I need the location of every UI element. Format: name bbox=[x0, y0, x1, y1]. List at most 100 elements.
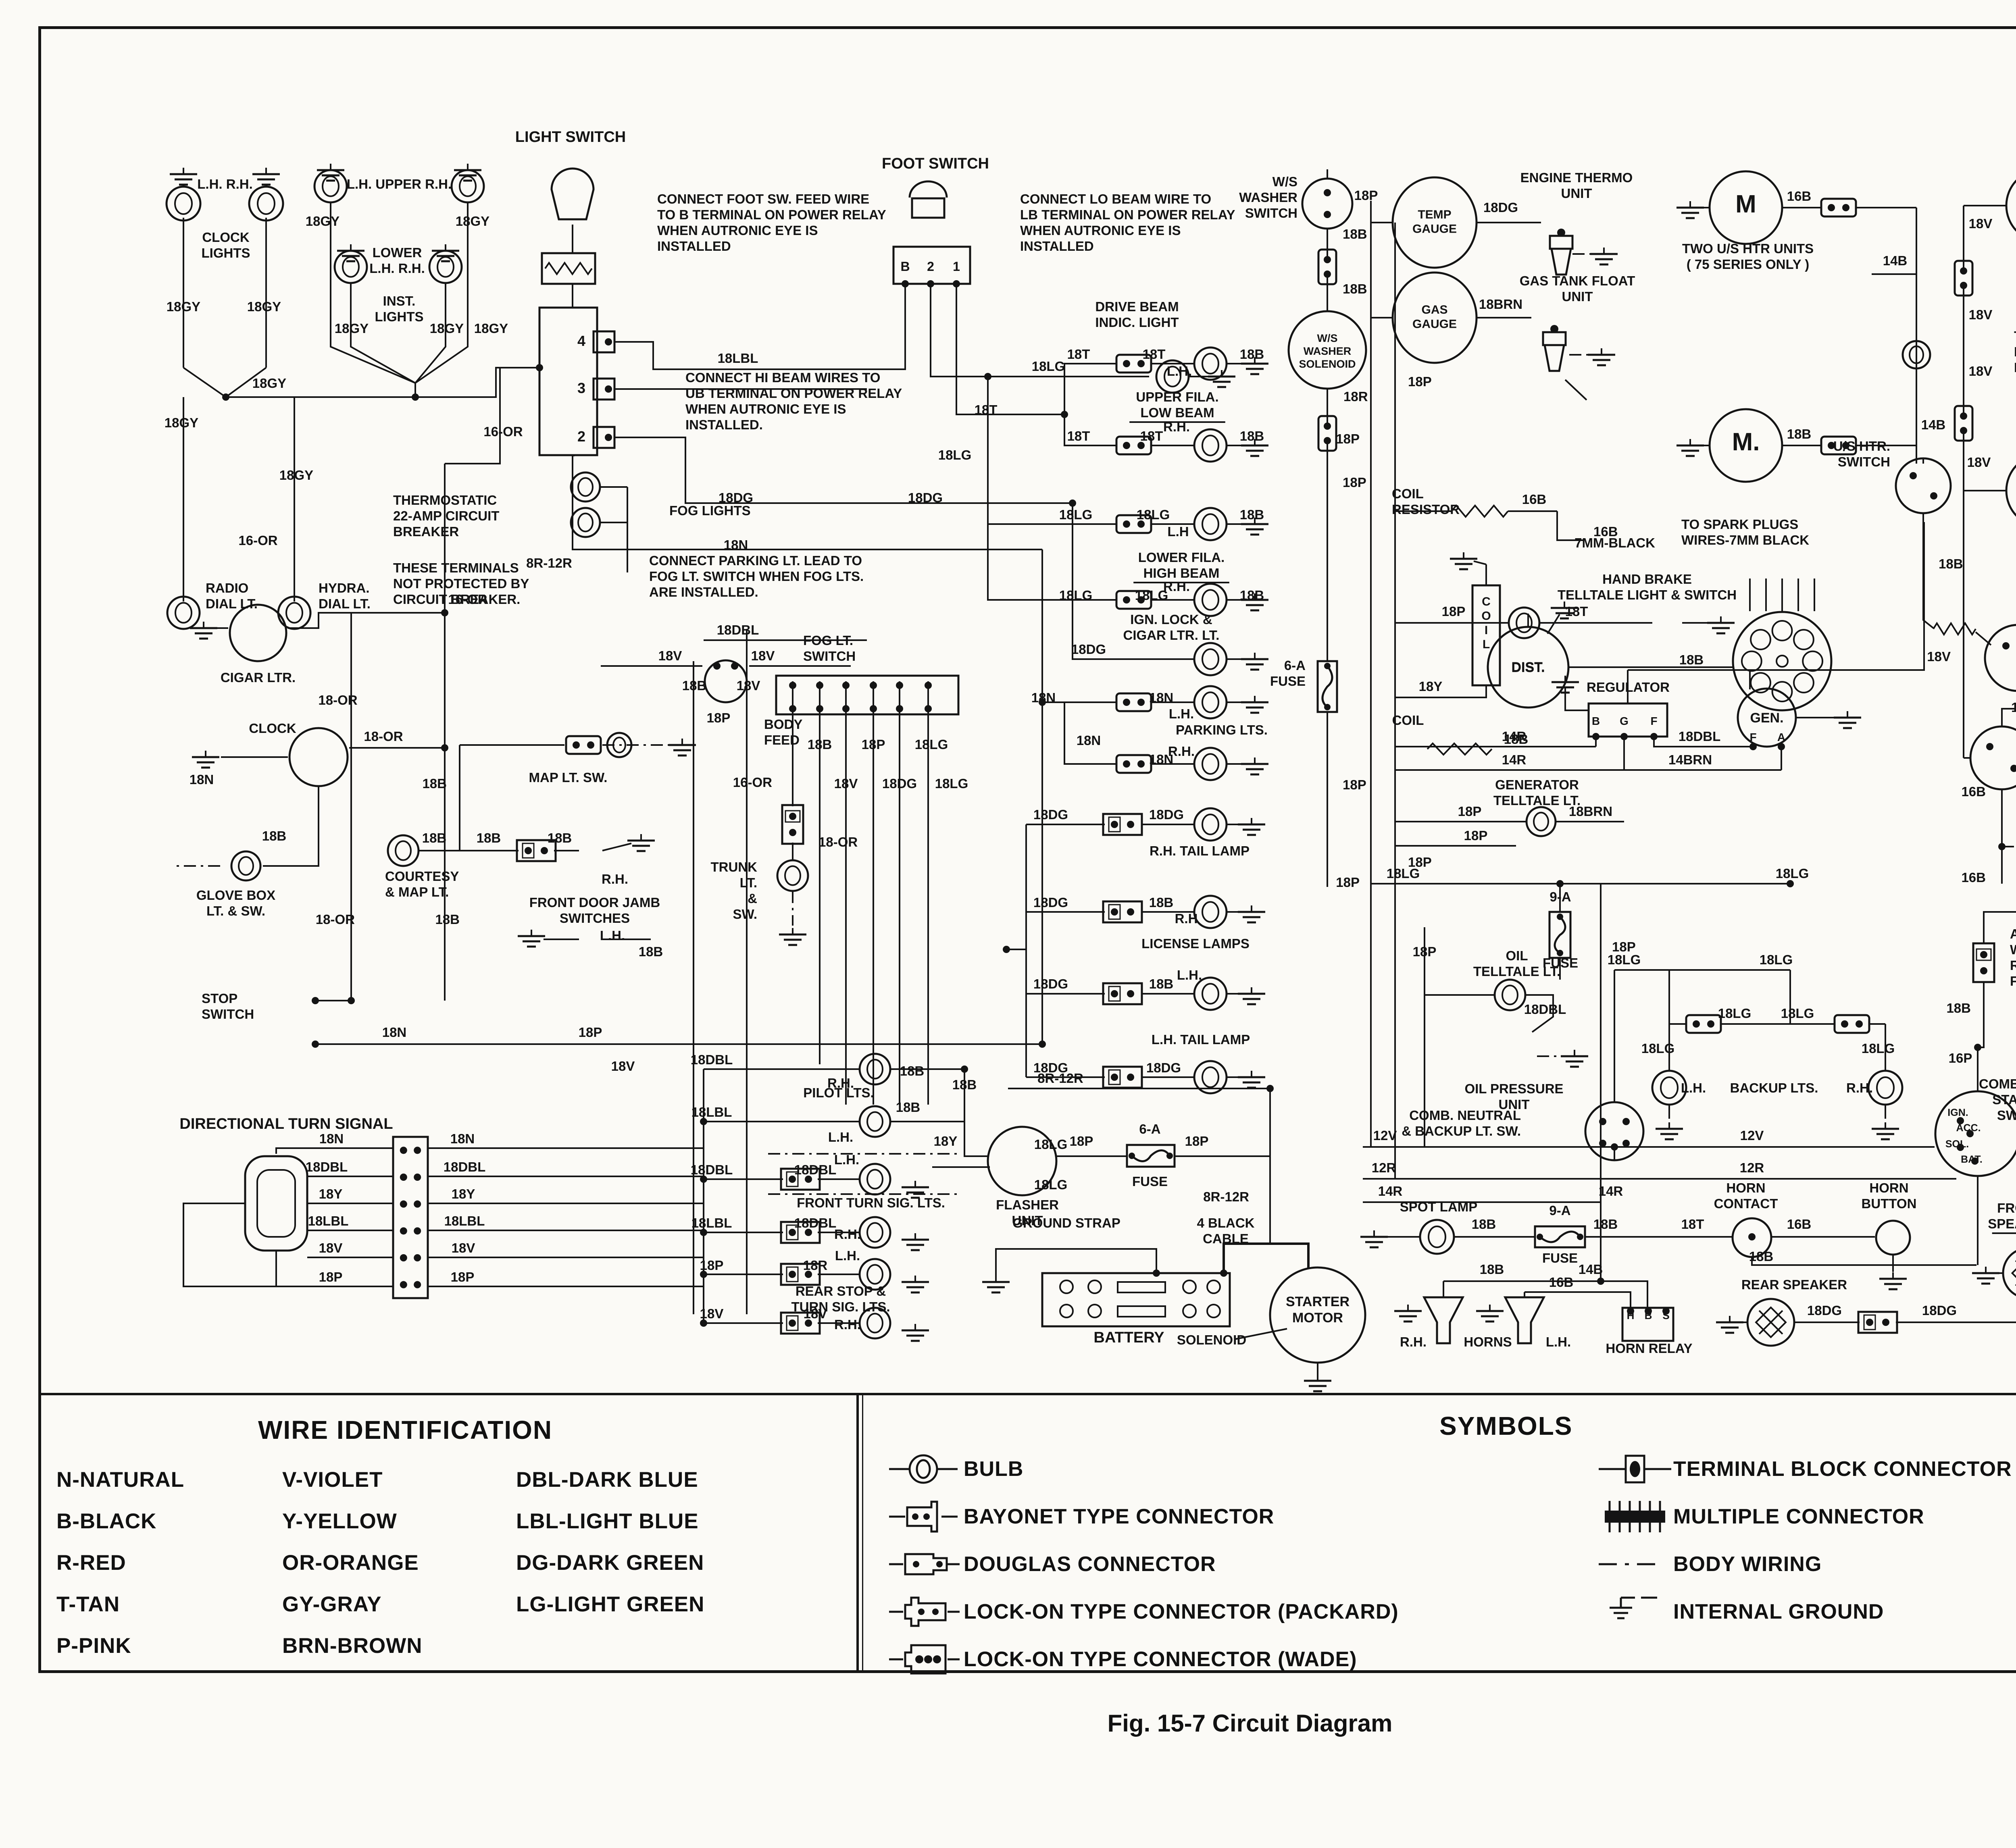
junction-dot bbox=[1986, 743, 1993, 750]
bulb-icon bbox=[866, 1222, 883, 1243]
component-box bbox=[1621, 1307, 1674, 1342]
diagram-label: UPPER FILA.LOW BEAM bbox=[1136, 389, 1218, 420]
bulb-icon bbox=[1660, 1076, 1679, 1099]
component-circle bbox=[1984, 624, 2016, 692]
connector-pin bbox=[400, 1147, 407, 1154]
diagram-label: 18LG bbox=[1776, 866, 1809, 881]
connector-pin bbox=[400, 1281, 407, 1288]
junction-dot bbox=[1599, 1140, 1606, 1147]
junction-dot bbox=[816, 705, 823, 712]
diagram-label: L.H. R.H. bbox=[197, 177, 253, 191]
douglas-connector-icon bbox=[1102, 900, 1143, 924]
spark-terminal bbox=[1802, 650, 1824, 672]
bayonet-connector-icon bbox=[1685, 1014, 1722, 1034]
component-box bbox=[592, 377, 616, 401]
bulb-icon bbox=[342, 256, 360, 278]
connector-pin bbox=[414, 1281, 421, 1288]
component-circle bbox=[2005, 179, 2016, 232]
connector-pin bbox=[1828, 442, 1835, 449]
symbol-row: BULB bbox=[887, 1445, 1572, 1493]
connector-pin bbox=[1123, 596, 1130, 604]
diagram-label: 18DG bbox=[1033, 895, 1068, 910]
battery-cell bbox=[1059, 1304, 1074, 1318]
lockon-packard-connector-icon bbox=[889, 1596, 960, 1627]
wire-id-entry: LG-LIGHT GREEN bbox=[516, 1592, 705, 1616]
spark-terminal bbox=[1750, 672, 1771, 693]
connector-pin bbox=[1137, 520, 1145, 528]
diagram-label: 18V bbox=[611, 1059, 635, 1074]
bulb-icon bbox=[1867, 1070, 1904, 1106]
connector-pin bbox=[400, 1227, 407, 1235]
resistor-icon bbox=[544, 261, 593, 276]
diagram-label: 2 bbox=[927, 259, 934, 274]
bulb-icon bbox=[437, 256, 454, 278]
connector-pin bbox=[1127, 1074, 1134, 1081]
diagram-label: 18B bbox=[1787, 427, 1812, 441]
wire bbox=[602, 843, 632, 851]
connector-pin bbox=[541, 847, 548, 854]
multiple-connector-icon bbox=[1605, 1501, 1665, 1532]
bulb-icon bbox=[277, 595, 312, 630]
diagram-label: 12R bbox=[1372, 1160, 1396, 1175]
douglas-connector-icon bbox=[889, 1553, 960, 1575]
bulb-icon bbox=[1502, 984, 1518, 1005]
diagram-label: 18Y bbox=[934, 1134, 958, 1149]
bayonet-connector-icon bbox=[1115, 590, 1152, 610]
diagram-label: 16-OR bbox=[733, 775, 772, 790]
wire bbox=[1547, 614, 1560, 635]
junction-dot bbox=[1039, 699, 1046, 706]
wire bbox=[414, 282, 446, 384]
junction-dot bbox=[984, 373, 991, 380]
diagram-label: 18DG bbox=[1033, 807, 1068, 822]
wire bbox=[1524, 1291, 1631, 1308]
distributor-cap bbox=[1732, 611, 1833, 712]
douglas-connector-step bbox=[1108, 986, 1121, 1002]
junction-dot bbox=[896, 682, 903, 689]
multiple-connector-icon bbox=[1605, 1511, 1665, 1523]
diagram-label: L.H. UPPER R.H. bbox=[347, 177, 452, 191]
multiple-connector-icon bbox=[392, 1136, 429, 1299]
junction-dot bbox=[789, 705, 796, 712]
wire bbox=[350, 282, 416, 384]
bulb-icon bbox=[1202, 513, 1219, 535]
fuse-element bbox=[1554, 916, 1566, 954]
douglas-connector-icon bbox=[1102, 1066, 1143, 1089]
diagram-label: 16B bbox=[1593, 524, 1618, 539]
bulb-icon bbox=[908, 1454, 938, 1484]
junction-dot bbox=[1266, 1085, 1274, 1092]
diagram-label: 18N bbox=[1077, 733, 1101, 748]
diagram-label: REAR STOP &TURN SIG. LTS. bbox=[791, 1284, 890, 1314]
diagram-label: 18B bbox=[548, 830, 572, 845]
fuse-pin bbox=[1129, 1153, 1135, 1159]
junction-dot bbox=[896, 705, 903, 712]
bulb-icon bbox=[1193, 507, 1228, 541]
connector-pin bbox=[525, 847, 532, 854]
component-label: M bbox=[1735, 190, 1756, 218]
diagram-label: 18GY bbox=[247, 299, 281, 314]
diagram-label: 6-A bbox=[1139, 1122, 1160, 1136]
component-circle bbox=[288, 727, 349, 787]
battery-cell bbox=[1206, 1304, 1221, 1318]
diagram-label: 18V bbox=[1927, 649, 1951, 664]
symbol-label: BAYONET TYPE CONNECTOR bbox=[964, 1505, 1275, 1528]
wire bbox=[1564, 379, 1587, 401]
diagram-label: 18P bbox=[700, 1258, 724, 1273]
diagram-label: 18LG bbox=[1034, 1137, 1068, 1152]
diagram-label: TWO U/S HTR UNITS( 75 SERIES ONLY ) bbox=[1682, 241, 1814, 272]
diagram-label: 18P bbox=[1343, 777, 1366, 792]
diagram-label: HORNS bbox=[1464, 1334, 1512, 1349]
lockon-packard-connector-icon bbox=[932, 1609, 939, 1615]
body-wiring-icon bbox=[1599, 1563, 1655, 1565]
wire bbox=[1064, 702, 1117, 765]
bulb-icon bbox=[1525, 806, 1557, 837]
diagram-label: 16-OR bbox=[483, 424, 523, 439]
junction-dot bbox=[1957, 1144, 1964, 1151]
wire bbox=[330, 202, 416, 384]
douglas-connector-step bbox=[786, 1224, 799, 1240]
diagram-label: SOL. bbox=[1945, 1138, 1969, 1150]
symbol-row: INTERNAL GROUND bbox=[1597, 1588, 2016, 1636]
diagram-label: 18LBL bbox=[691, 1105, 732, 1120]
lockon-wade-connector-icon bbox=[933, 1655, 941, 1663]
